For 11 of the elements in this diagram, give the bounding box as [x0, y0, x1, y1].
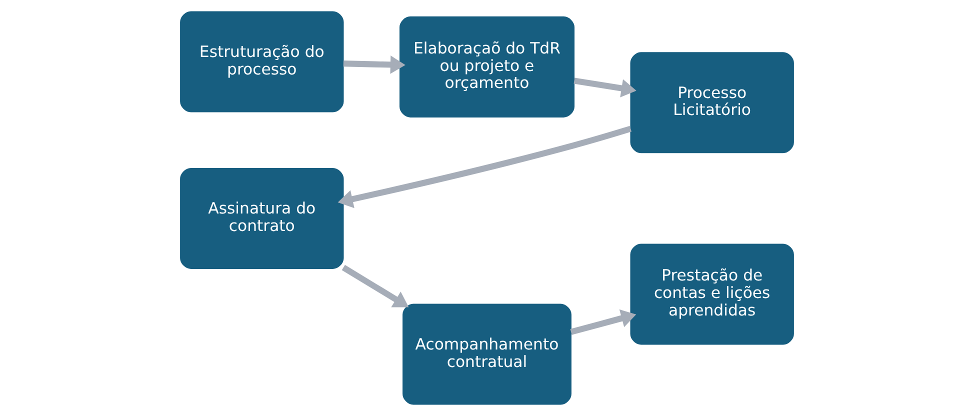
node-box: Prestação de contas e lições aprendidas: [630, 244, 794, 345]
node-box: Processo Licitatório: [630, 52, 794, 154]
arrow: [341, 264, 408, 308]
arrow: [342, 56, 405, 74]
node-box: Acompanhamento contratual: [402, 304, 571, 405]
arrow: [570, 309, 636, 335]
node-box: Assinatura do contrato: [180, 168, 344, 269]
arrow: [573, 78, 636, 98]
arrow: [337, 126, 632, 208]
node-box: Estruturação do processo: [180, 11, 344, 112]
node-box: Elaboraçaõ do TdR ou projeto e orçamento: [398, 16, 574, 118]
